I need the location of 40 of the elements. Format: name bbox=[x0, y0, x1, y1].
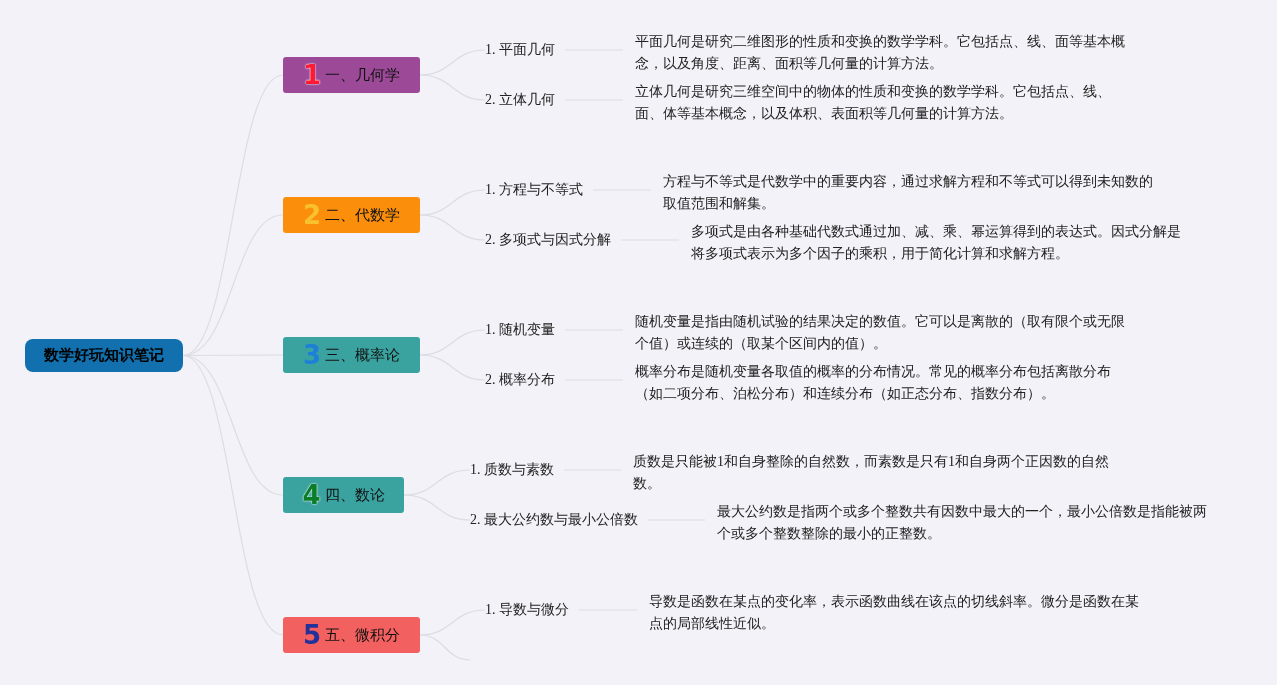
connector-line bbox=[182, 74, 284, 357]
description-text: 方程与不等式是代数学中的重要内容，通过求解方程和不等式可以得到未知数的取值范围和解集。 bbox=[663, 171, 1157, 215]
topic-number: 1 bbox=[302, 62, 322, 88]
description-text: 立体几何是研究三维空间中的物体的性质和变换的数学学科。它包括点、线、面、体等基本概念，以及体积、表面积等几何量的计算方法。 bbox=[635, 81, 1115, 125]
connector-line bbox=[419, 74, 486, 101]
topic-number: 3 bbox=[302, 342, 322, 368]
subtopic-text: 1. 随机变量 bbox=[485, 319, 555, 341]
branch-topic bbox=[283, 617, 420, 653]
description-text: 最大公约数是指两个或多个整数共有因数中最大的一个，最小公倍数是指能被两个或多个整数整除的最小的正整数。 bbox=[717, 501, 1211, 545]
branch-topic bbox=[283, 197, 420, 233]
topic-title: 三、概率论 bbox=[325, 344, 401, 365]
subtopic-text: 1. 平面几何 bbox=[485, 39, 555, 61]
description-text: 导数是函数在某点的变化率，表示函数曲线在该点的切线斜率。微分是函数在某点的局部线性近似。 bbox=[649, 591, 1143, 635]
description-text: 多项式是由各种基础代数式通过加、减、乘、幂运算得到的表达式。因式分解是将多项式表示为多个因子的乘积，用于简化计算和求解方程。 bbox=[691, 221, 1185, 265]
topic-title: 四、数论 bbox=[324, 484, 385, 505]
topic-title: 二、代数学 bbox=[325, 204, 401, 225]
subtopic-text: 2. 概率分布 bbox=[485, 369, 555, 391]
description-text: 概率分布是随机变量各取值的概率的分布情况。常见的概率分布包括离散分布（如二项分布、泊松分布）和连续分布（如正态分布、指数分布）。 bbox=[635, 361, 1115, 405]
connector-line bbox=[419, 634, 471, 661]
connector-line bbox=[182, 354, 284, 636]
root-topic: 数学好玩知识笔记 bbox=[25, 339, 183, 372]
subtopic-text: 2. 最大公约数与最小公倍数 bbox=[470, 509, 638, 531]
topic-number: 4 bbox=[302, 482, 321, 508]
subtopic-text: 2. 多项式与因式分解 bbox=[485, 229, 611, 251]
branch-topic bbox=[283, 337, 420, 373]
subtopic-text: 1. 质数与素数 bbox=[470, 459, 554, 481]
branch-topic bbox=[283, 477, 404, 513]
description-text: 质数是只能被1和自身整除的自然数，而素数是只有1和自身两个正因数的自然数。 bbox=[633, 451, 1115, 495]
connector-line bbox=[419, 354, 486, 381]
branch-topic bbox=[283, 57, 420, 93]
connector-line bbox=[403, 494, 471, 521]
subtopic-text: 2. 立体几何 bbox=[485, 89, 555, 111]
connector-line bbox=[419, 214, 486, 241]
topic-number: 5 bbox=[302, 622, 322, 648]
description-text: 随机变量是指由随机试验的结果决定的数值。它可以是离散的（取有限个或无限个值）或连续的（取某个区间内的值）。 bbox=[635, 311, 1129, 355]
topic-title: 五、微积分 bbox=[325, 624, 401, 645]
subtopic-text: 1. 导数与微分 bbox=[485, 599, 569, 621]
description-text: 平面几何是研究二维图形的性质和变换的数学学科。它包括点、线、面等基本概念，以及角度、距离、面积等几何量的计算方法。 bbox=[635, 31, 1129, 75]
topic-title: 一、几何学 bbox=[325, 64, 401, 85]
subtopic-text: 1. 方程与不等式 bbox=[485, 179, 583, 201]
